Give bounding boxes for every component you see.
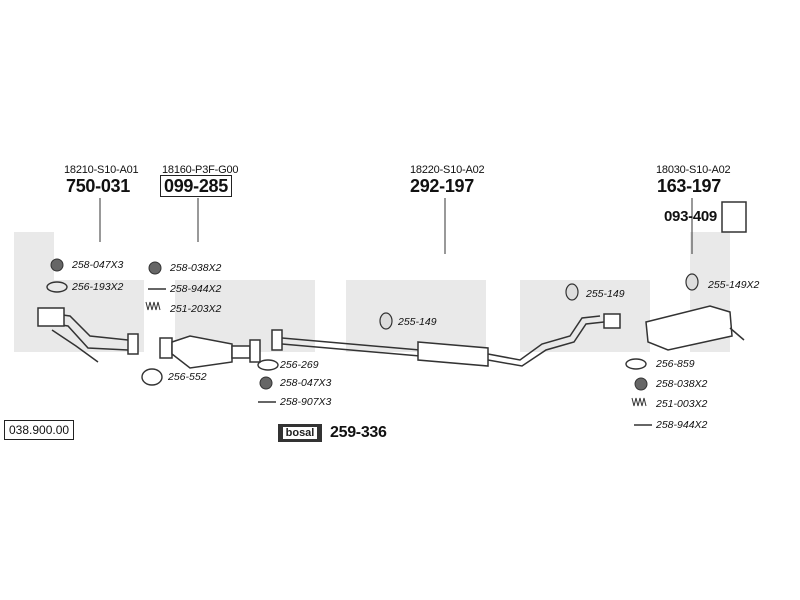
bosal-logo-text: bosal — [282, 427, 318, 439]
part-code-bracket[interactable]: 093-409 — [664, 208, 717, 225]
catalytic-converter — [159, 335, 261, 369]
rear-muffler — [645, 201, 747, 351]
oem-number-front-pipe: 18210-S10-A01 — [64, 164, 139, 176]
part-code-mounting-kit[interactable]: 259-336 — [330, 424, 387, 441]
small-part-label: 258-038X2 — [656, 378, 708, 390]
small-part-label: 255-149X2 — [708, 279, 760, 291]
center-pipe — [271, 313, 621, 367]
part-code-catalytic-converter[interactable]: 099-285 — [160, 175, 232, 197]
small-part-label: 258-907X3 — [280, 396, 332, 408]
small-part-label: 251-203X2 — [170, 303, 222, 315]
gasket-icons — [46, 281, 647, 386]
small-part-label: 251-003X2 — [656, 398, 708, 410]
catalog-number: 038.900.00 — [4, 420, 75, 440]
oem-number-catalytic-converter: 18160-P3F-G00 — [162, 164, 239, 176]
oem-number-rear-muffler: 18030-S10-A02 — [656, 164, 731, 176]
oem-number-center-pipe: 18220-S10-A02 — [410, 164, 485, 176]
bolt-icons — [148, 288, 652, 426]
part-code-rear-muffler[interactable]: 163-197 — [657, 176, 721, 196]
part-code-center-pipe[interactable]: 292-197 — [410, 176, 474, 196]
small-part-label: 256-269 — [280, 359, 319, 371]
spring-icons — [145, 301, 647, 407]
small-part-label: 258-047X3 — [280, 377, 332, 389]
bosal-watermark — [14, 232, 730, 352]
bosal-logo: bosal — [278, 424, 322, 442]
front-pipe — [37, 307, 139, 363]
small-part-label: 256-193X2 — [72, 281, 124, 293]
small-part-label: 255-149 — [398, 316, 437, 328]
nut-icons — [50, 258, 648, 391]
part-code-front-pipe[interactable]: 750-031 — [66, 176, 130, 196]
leader-lines — [99, 198, 693, 254]
small-part-label: 256-859 — [656, 358, 695, 370]
small-part-label: 258-047X3 — [72, 259, 124, 271]
small-part-label: 258-038X2 — [170, 262, 222, 274]
small-part-label: 256-552 — [168, 371, 207, 383]
small-part-label: 255-149 — [586, 288, 625, 300]
hanger-icons — [379, 273, 699, 330]
small-part-label: 258-944X2 — [656, 419, 708, 431]
small-part-label: 258-944X2 — [170, 283, 222, 295]
